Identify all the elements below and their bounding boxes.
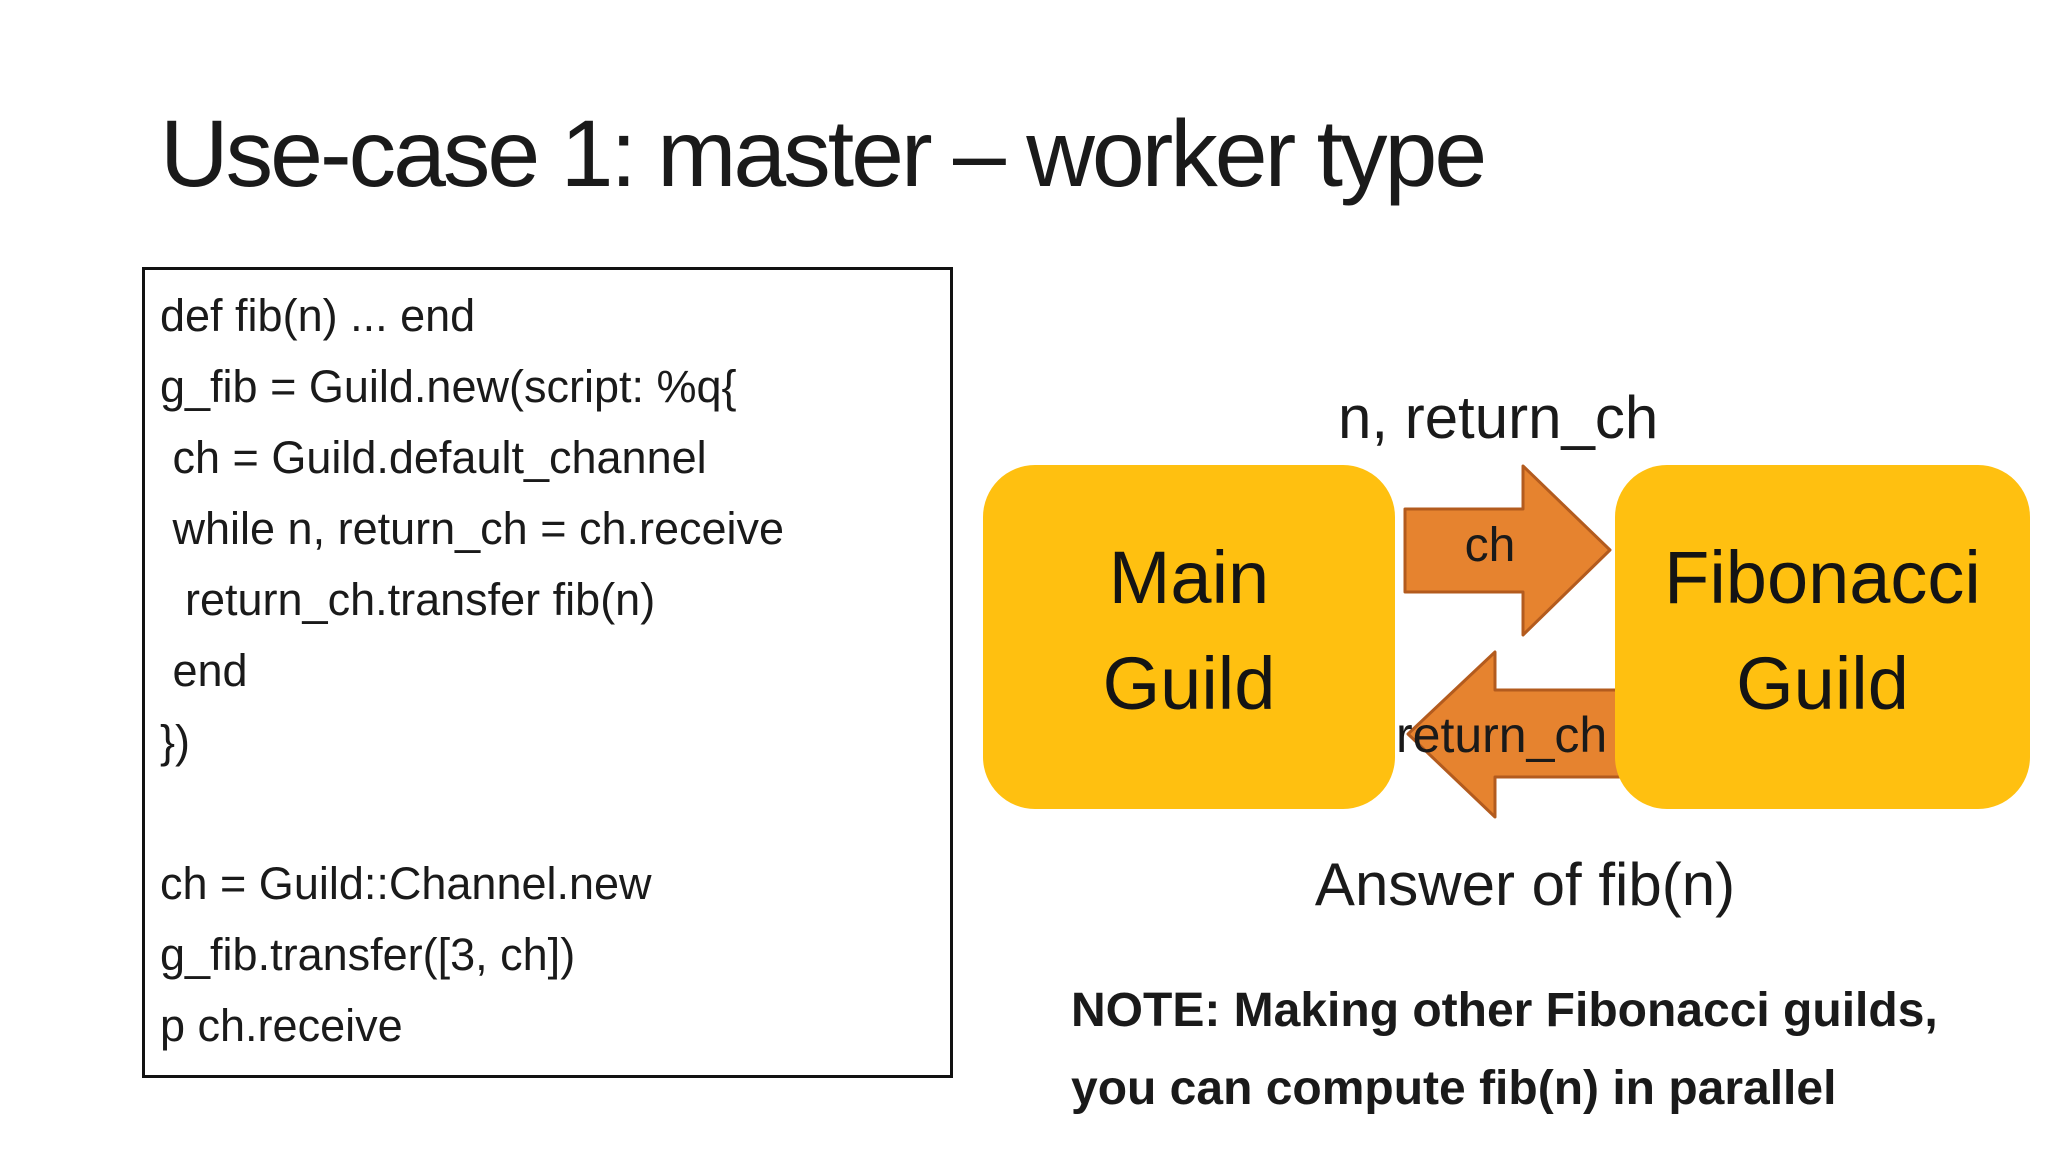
fibonacci-guild-box: Fibonacci Guild (1615, 465, 2030, 809)
code-listing: def fib(n) ... end g_fib = Guild.new(scr… (160, 290, 785, 1051)
forward-arrow-label: ch (1464, 519, 1516, 572)
forward-arrow (1403, 464, 1612, 637)
main-guild-label: Main Guild (1102, 536, 1276, 725)
return-arrow-label: return_ch (1396, 707, 1608, 763)
page-title: Use-case 1: master – worker type (160, 101, 1487, 207)
channel-args-label: n, return_ch (1338, 384, 1659, 451)
main-guild-box: Main Guild (983, 465, 1395, 809)
answer-label: Answer of fib(n) (1314, 851, 1736, 918)
note-text: NOTE: Making other Fibonacci guilds, you… (1071, 984, 1938, 1115)
fibonacci-guild-label: Fibonacci Guild (1664, 536, 1981, 725)
right-arrow-icon (1403, 464, 1612, 637)
code-panel: def fib(n) ... end g_fib = Guild.new(scr… (142, 267, 953, 1078)
